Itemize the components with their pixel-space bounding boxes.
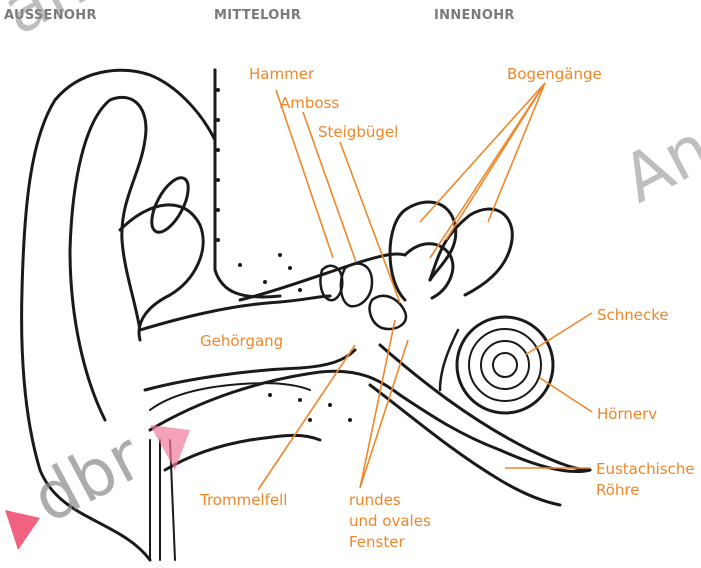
ear-canal-upper	[140, 296, 330, 330]
amboss-bone	[341, 264, 372, 307]
semicircular-canal-3	[405, 244, 453, 298]
canal-skin-line	[150, 383, 310, 410]
cochlea-ring-1	[469, 329, 541, 401]
label-eustachische-line1: Eustachische	[596, 459, 695, 480]
label-fenster-line2: und ovales	[349, 511, 431, 532]
steigbuegel-bone	[370, 296, 406, 329]
auricle-inner-fold	[70, 97, 146, 420]
semicircular-canal-2	[430, 209, 512, 295]
lower-tissue-2	[165, 435, 320, 470]
header-mittelohr: MITTELOHR	[214, 8, 301, 23]
label-amboss: Amboss	[280, 93, 339, 114]
header-innenohr: INNENOHR	[434, 8, 515, 23]
leader-fenster-2	[360, 340, 408, 488]
cochlea-outer	[457, 317, 553, 413]
leader-bogen-1	[420, 83, 545, 222]
auditory-nerve	[440, 330, 458, 390]
leader-bogen-4	[430, 83, 545, 258]
label-trommelfell: Trommelfell	[200, 490, 287, 511]
cochlea-ring-3	[493, 353, 517, 377]
leader-bogen-3	[488, 83, 545, 222]
concha	[120, 205, 203, 340]
leader-steigbuegel	[340, 142, 400, 303]
cochlea-ring-2	[481, 341, 529, 389]
label-fenster-line1: rundes	[349, 490, 431, 511]
leader-hoernerv	[540, 378, 592, 412]
label-schnecke: Schnecke	[597, 305, 669, 326]
eustachian-tube-lower	[370, 385, 560, 505]
label-eustachische-line2: Röhre	[596, 480, 695, 501]
label-gehoergang: Gehörgang	[200, 331, 283, 352]
label-eustachische-roehre: Eustachische Röhre	[596, 459, 695, 501]
leader-schnecke	[525, 313, 592, 355]
label-hammer: Hammer	[249, 64, 314, 85]
leader-fenster-1	[360, 320, 395, 488]
pink-triangle	[5, 510, 40, 550]
label-hoernerv: Hörnerv	[597, 404, 657, 425]
label-fenster-line3: Fenster	[349, 532, 431, 553]
label-steigbuegel: Steigbügel	[318, 122, 398, 143]
label-bogengaenge: Bogengänge	[507, 64, 602, 85]
label-fenster: rundes und ovales Fenster	[349, 490, 431, 553]
temporal-bone	[215, 70, 280, 297]
